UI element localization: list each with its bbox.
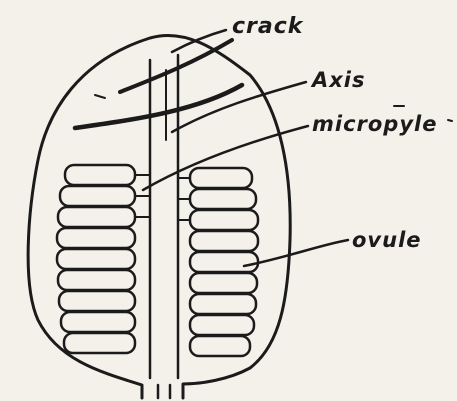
label-micropyle: micropyle bbox=[312, 112, 437, 136]
ovule-stalks bbox=[135, 175, 190, 220]
crack-tick bbox=[95, 95, 105, 98]
label-ovule: ovule bbox=[352, 228, 422, 252]
stalk-line bbox=[158, 385, 170, 398]
ovules-left bbox=[57, 165, 135, 353]
crack-arc-lower bbox=[75, 85, 242, 128]
pointer-ovule bbox=[244, 240, 348, 266]
pointer-micropyle bbox=[143, 126, 308, 190]
label-axis: Axis bbox=[312, 68, 366, 92]
label-crack: crack bbox=[232, 14, 303, 39]
crack-arc-upper bbox=[120, 40, 232, 92]
ovules-right bbox=[190, 168, 258, 356]
